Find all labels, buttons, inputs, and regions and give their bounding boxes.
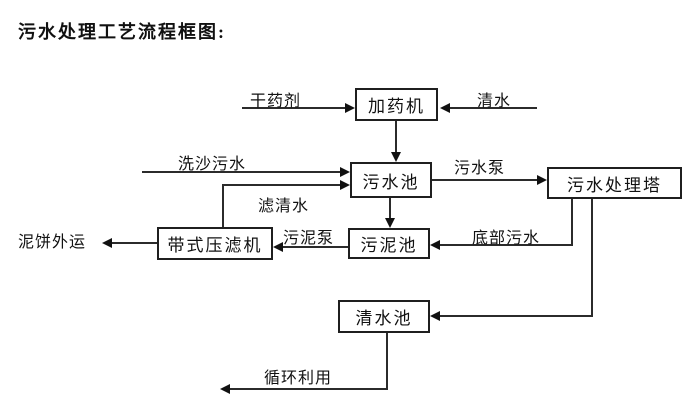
arrow-down-icon bbox=[385, 218, 395, 228]
edge-bottom-sewage-vline bbox=[571, 199, 573, 246]
edge-filtered-water-vline bbox=[222, 184, 224, 227]
edge-label-bottom-sewage: 底部污水 bbox=[472, 230, 541, 247]
edge-dosing-to-sewage-line bbox=[395, 121, 397, 153]
arrow-right-icon bbox=[345, 103, 355, 113]
edge-mud-cake-line bbox=[112, 242, 157, 244]
edge-sand-washing-line bbox=[142, 171, 340, 173]
edge-label-sewage-pump: 污水泵 bbox=[454, 160, 506, 177]
edge-label-filtered-water: 滤清水 bbox=[258, 198, 310, 215]
arrow-right-icon bbox=[340, 180, 350, 190]
node-treatment-tower: 污水处理塔 bbox=[547, 167, 682, 199]
node-sludge-pool: 污泥池 bbox=[348, 228, 430, 259]
node-clean-water-pool: 清水池 bbox=[338, 300, 430, 333]
edge-clean-water-line bbox=[450, 107, 537, 109]
arrow-left-icon bbox=[220, 384, 230, 394]
node-sewage-pool: 污水池 bbox=[350, 162, 432, 198]
edge-label-clean-water: 清水 bbox=[477, 93, 512, 110]
arrow-right-icon bbox=[340, 167, 350, 177]
edge-label-sludge-pump: 污泥泵 bbox=[283, 230, 335, 247]
arrow-left-icon bbox=[430, 311, 440, 321]
node-belt-filter-press: 带式压滤机 bbox=[157, 227, 273, 260]
edge-label-mud-cake-out: 泥饼外运 bbox=[18, 234, 87, 251]
edge-sewage-to-sludge-line bbox=[389, 198, 391, 218]
edge-bottom-sewage-hline bbox=[440, 244, 573, 246]
edge-label-dry-chemical: 干药剂 bbox=[250, 93, 302, 110]
edge-recycle-hline bbox=[230, 388, 388, 390]
edge-label-sand-washing: 洗沙污水 bbox=[178, 156, 247, 173]
arrow-left-icon bbox=[273, 242, 283, 252]
edge-tower-to-clean-hline bbox=[440, 315, 593, 317]
arrow-left-icon bbox=[102, 238, 112, 248]
arrow-left-icon bbox=[440, 103, 450, 113]
edge-dry-chemical-line bbox=[242, 107, 345, 109]
edge-sludge-pump-line bbox=[283, 246, 348, 248]
arrow-down-icon bbox=[391, 152, 401, 162]
edge-tower-to-clean-vline bbox=[591, 199, 593, 317]
edge-sewage-pump-line bbox=[432, 179, 537, 181]
diagram-title: 污水处理工艺流程框图: bbox=[18, 22, 226, 42]
edge-label-recycle-use: 循环利用 bbox=[264, 370, 333, 387]
node-dosing-machine: 加药机 bbox=[355, 88, 438, 121]
arrow-right-icon bbox=[537, 175, 547, 185]
arrow-left-icon bbox=[430, 240, 440, 250]
edge-filtered-water-hline bbox=[222, 184, 340, 186]
edge-recycle-vline bbox=[386, 333, 388, 390]
